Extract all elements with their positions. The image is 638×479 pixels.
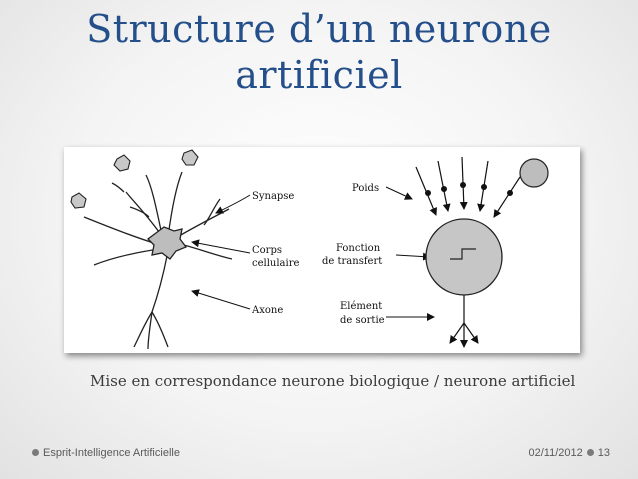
artificial-neuron <box>415 156 549 348</box>
label-fonction-line2: de transfert <box>322 256 382 267</box>
neuron-diagram-svg: Synapse Corps cellulaire Axone Poids Fon… <box>70 149 549 350</box>
neuron-diagram: Synapse Corps cellulaire Axone Poids Fon… <box>64 147 580 353</box>
output-arrows <box>449 295 479 348</box>
label-poids: Poids <box>352 183 379 194</box>
bullet-dot-icon <box>32 448 39 456</box>
footer-course-name: Esprit-Intelligence Artificielle <box>43 447 180 459</box>
slide-caption: Mise en correspondance neurone biologiqu… <box>90 372 576 390</box>
footer-date: 02/11/2012 <box>528 447 583 459</box>
input-node <box>519 158 549 188</box>
bullet-dot-icon <box>586 448 594 456</box>
label-corps-line2: cellulaire <box>252 258 299 269</box>
label-axone: Axone <box>251 305 283 316</box>
cell-body <box>147 226 188 260</box>
synapse-terminals <box>70 149 199 209</box>
slide-title: Structure d’un neurone artificiel <box>0 6 638 98</box>
label-element-line1: Elément <box>340 301 382 312</box>
footer-left: Esprit-Intelligence Artificielle <box>28 445 180 461</box>
slide-title-line1: Structure d’un neurone <box>86 7 552 51</box>
label-synapse: Synapse <box>252 191 294 202</box>
label-fonction-line1: Fonction <box>336 243 381 254</box>
label-element-line2: de sortie <box>340 315 385 326</box>
footer-right: 02/11/2012 13 <box>529 445 611 461</box>
slide-title-line2: artificiel <box>235 53 403 97</box>
neuron-body <box>425 218 503 296</box>
biological-neuron <box>83 171 233 350</box>
weight-dots <box>425 182 513 196</box>
label-corps-line1: Corps <box>252 245 282 256</box>
footer-page-number: 13 <box>597 447 610 459</box>
step-function-icon <box>450 248 476 260</box>
